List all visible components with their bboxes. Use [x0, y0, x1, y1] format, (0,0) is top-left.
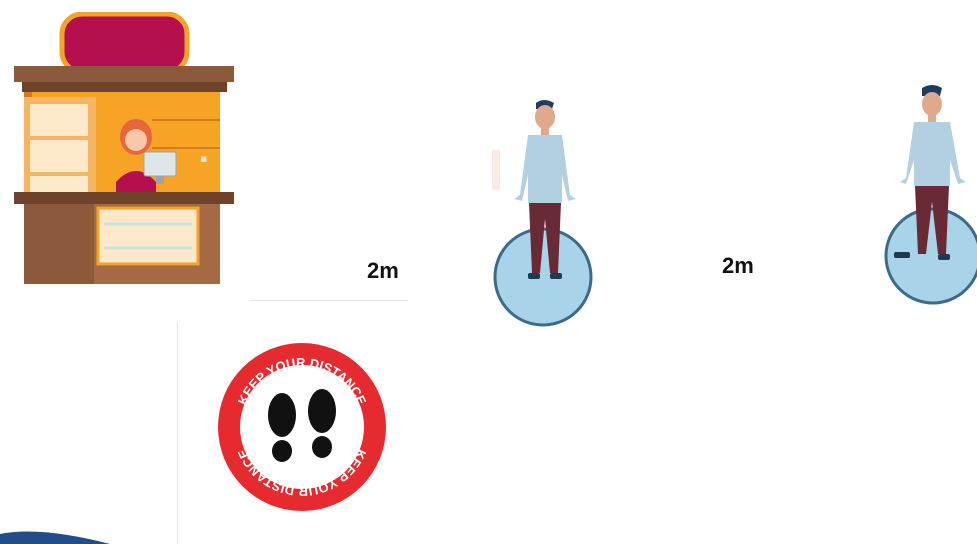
- divider-horizontal: [250, 300, 408, 301]
- person-figure-second: [880, 82, 977, 322]
- kiosk-counter-top: [14, 192, 234, 204]
- watermark-fragment: ▪: [200, 146, 208, 172]
- figure-fragment: [492, 150, 500, 190]
- floor-circle-first: [495, 229, 591, 325]
- keep-distance-sign: KEEP YOUR DISTANCE KEEP YOUR DISTANCE: [216, 341, 388, 513]
- corner-accent-shape: [0, 526, 120, 544]
- distance-label-first: 2m: [367, 258, 399, 284]
- kiosk-sign-board: [62, 14, 187, 72]
- computer-monitor: [144, 152, 176, 176]
- display-case: [98, 208, 198, 264]
- kiosk-roof: [14, 66, 234, 82]
- divider-vertical: [177, 322, 178, 544]
- distance-label-second: 2m: [722, 253, 754, 279]
- person-figure-first: [492, 95, 602, 355]
